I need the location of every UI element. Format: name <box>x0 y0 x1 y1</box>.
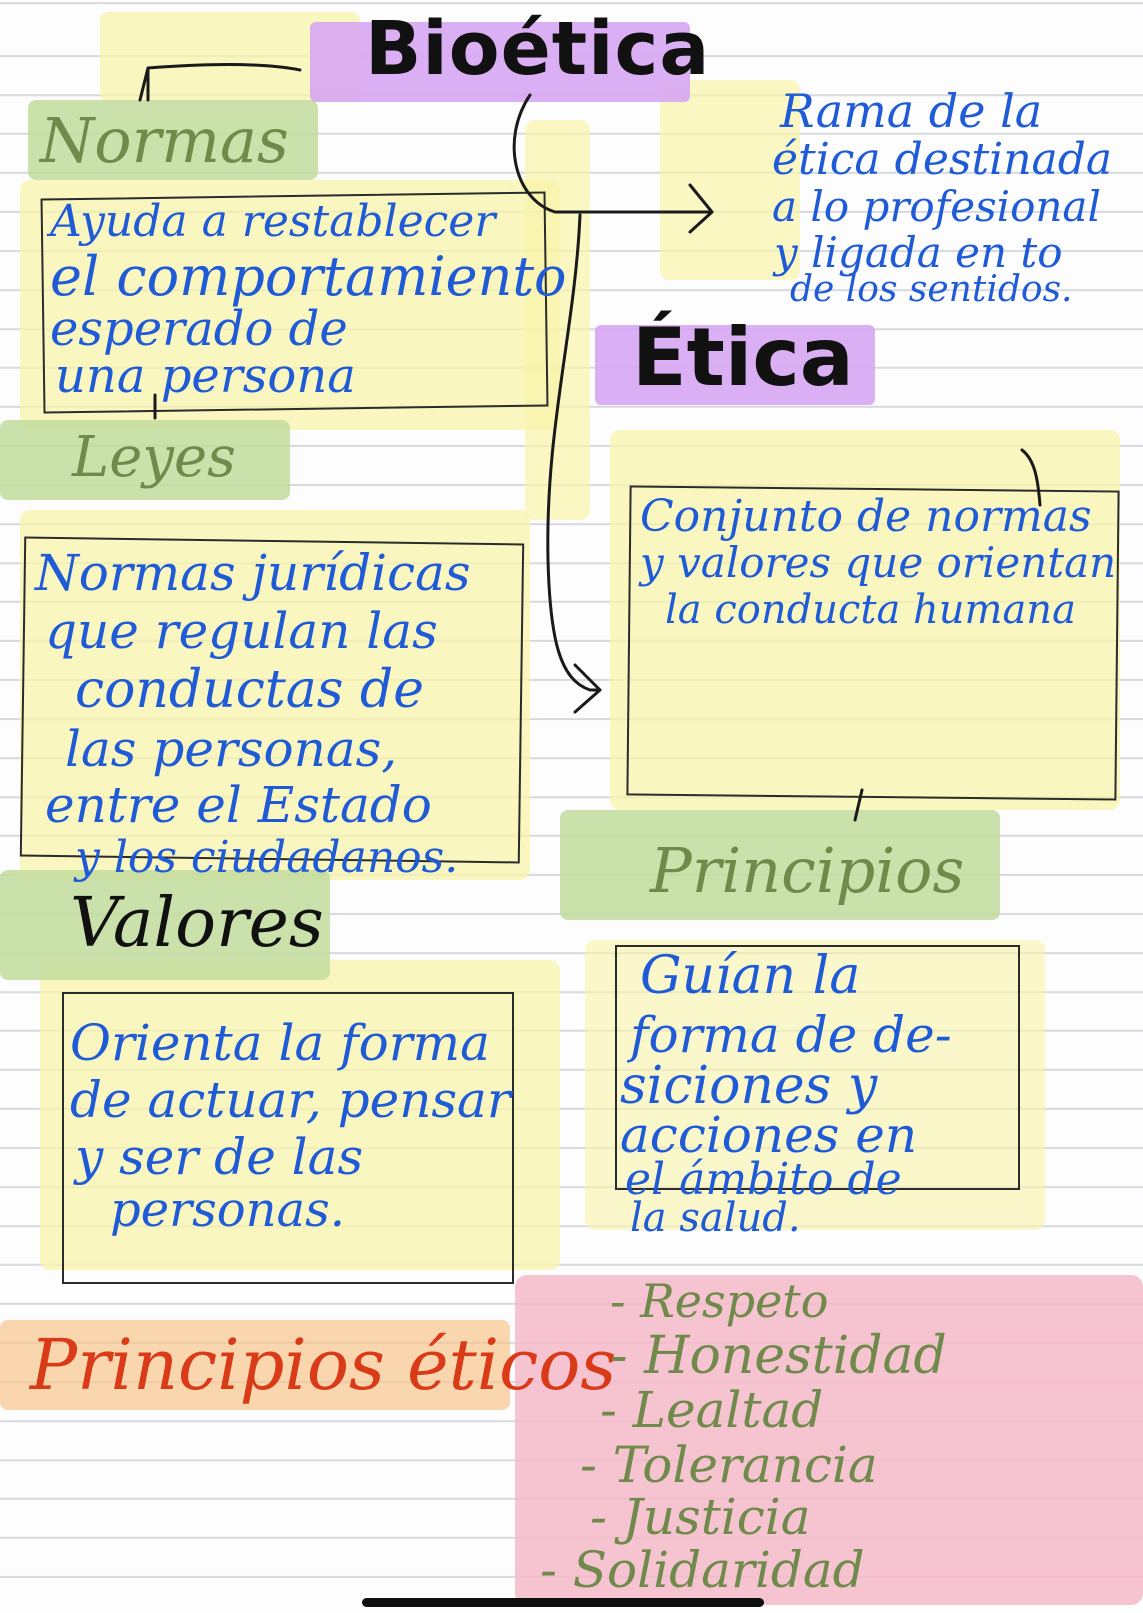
principios-eticos-item-1: - Respeto <box>610 1274 829 1328</box>
principios-eticos-heading: Principios éticos <box>30 1324 617 1406</box>
highlight-orange-principios-eticos <box>0 1320 510 1410</box>
etica-text-line-2: y valores que orientan <box>640 538 1117 587</box>
leyes-text-line-1: Normas jurídicas <box>35 544 471 602</box>
normas-text-line-4: una persona <box>55 348 356 404</box>
principios-eticos-item-3: - Lealtad <box>600 1381 824 1439</box>
normas-text-line-3: esperado de <box>50 301 348 357</box>
valores-box <box>62 992 514 1284</box>
highlight-yellow-etica <box>610 430 1120 810</box>
highlight-green-principios <box>560 810 1000 920</box>
valores-text-line-2: de actuar, pensar <box>70 1071 511 1129</box>
highlight-purple-etica <box>595 325 875 405</box>
highlight-green-leyes <box>0 420 290 500</box>
principios-eticos-item-6: - Solidaridad <box>540 1541 865 1599</box>
principios-eticos-item-2: - Honestidad <box>610 1326 947 1386</box>
highlight-yellow-center <box>525 120 590 520</box>
bioetica-definition-line-5: de los sentidos. <box>790 269 1073 310</box>
highlight-yellow-def <box>660 80 800 280</box>
principios-text-line-4: acciones en <box>620 1106 918 1164</box>
normas-text-line-1: Ayuda a restablecer <box>50 196 496 247</box>
valores-heading: Valores <box>70 884 324 963</box>
leyes-text-line-2: que regulan las <box>45 602 438 660</box>
etica-heading: Ética <box>632 311 854 404</box>
leyes-text-line-6: y los ciudadanos. <box>75 832 459 883</box>
etica-text-line-1: Conjunto de normas <box>640 491 1092 542</box>
bioetica-definition-line-4: y ligada en to <box>774 228 1063 277</box>
leyes-text-line-4: las personas, <box>65 720 398 778</box>
normas-text-line-2: el comportamiento <box>50 245 567 308</box>
bioetica-definition-line-1: Rama de la <box>780 84 1043 138</box>
bioetica-definition-line-3: a lo profesional <box>772 182 1101 231</box>
principios-box <box>615 945 1020 1190</box>
principios-eticos-item-4: - Tolerancia <box>580 1436 878 1494</box>
principios-text-line-6: la salud. <box>630 1195 801 1241</box>
valores-text-line-1: Orienta la forma <box>70 1014 490 1072</box>
valores-text-line-3: y ser de las <box>75 1128 364 1186</box>
highlight-yellow-leyes <box>20 510 530 880</box>
leyes-text-line-3: conductas de <box>75 660 424 720</box>
principios-text-line-2: forma de de- <box>630 1006 952 1064</box>
normas-heading: Normas <box>40 104 289 177</box>
principios-eticos-item-5: - Justicia <box>590 1488 811 1546</box>
highlight-green-valores <box>0 870 330 980</box>
etica-text-line-3: la conducta humana <box>665 587 1076 633</box>
highlight-pink-list <box>515 1275 1143 1605</box>
highlight-purple-title <box>310 22 690 102</box>
highlight-yellow-principios <box>585 940 1045 1230</box>
principios-text-line-5: el ámbito de <box>625 1154 902 1205</box>
principios-heading: Principios <box>650 834 965 907</box>
valores-text-line-4: personas. <box>110 1182 346 1238</box>
highlight-yellow-normas <box>20 180 560 430</box>
page-title: Bioética <box>365 6 711 92</box>
highlight-green-normas <box>28 100 318 180</box>
principios-text-line-3: siciones y <box>620 1056 878 1116</box>
home-indicator[interactable] <box>362 1598 764 1607</box>
leyes-text-line-5: entre el Estado <box>45 776 432 834</box>
highlight-yellow-valores <box>40 960 560 1270</box>
leyes-heading: Leyes <box>72 425 236 490</box>
bioetica-definition-line-2: ética destinada <box>772 134 1113 185</box>
principios-text-line-1: Guían la <box>640 946 861 1006</box>
